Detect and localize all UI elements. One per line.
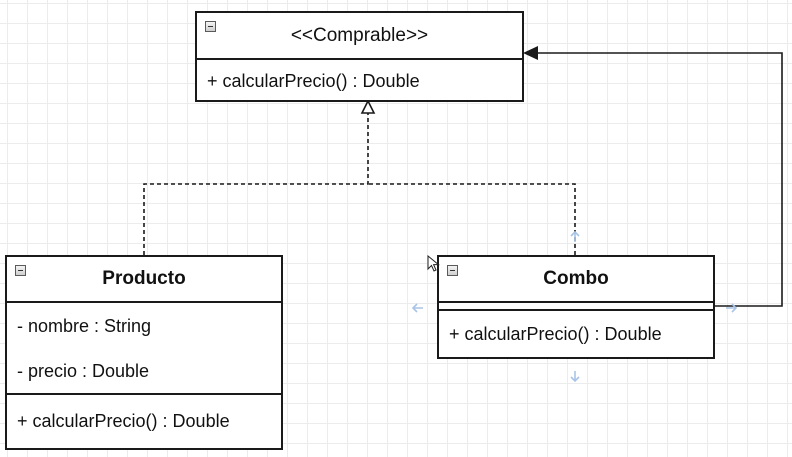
realization-line-combo[interactable] [368, 183, 576, 255]
mouse-cursor-icon [427, 255, 440, 272]
class-producto-name: Producto [102, 268, 186, 289]
interface-stereotype: <<Comprable>> [290, 24, 429, 46]
association-arrowhead [523, 46, 538, 60]
class-producto-header: Producto [7, 257, 281, 303]
class-combo[interactable]: Combo + calcularPrecio() : Double [437, 255, 715, 359]
attribute-nombre: - nombre : String [17, 315, 152, 336]
method-calcular-precio: + calcularPrecio() : Double [439, 309, 713, 357]
method-calcular-precio: + calcularPrecio() : Double [7, 393, 281, 448]
class-combo-name: Combo [543, 268, 609, 289]
selection-arrow-right-icon[interactable] [724, 301, 738, 315]
class-combo-header: Combo [439, 257, 713, 303]
interface-comprable[interactable]: <<Comprable>> + calcularPrecio() : Doubl… [195, 11, 524, 102]
selection-arrow-left-icon[interactable] [411, 301, 425, 315]
interface-method: + calcularPrecio() : Double [207, 70, 420, 91]
selection-arrow-up-icon[interactable] [568, 230, 582, 244]
class-producto[interactable]: Producto - nombre : String - precio : Do… [5, 255, 283, 450]
realization-arrowhead [360, 99, 376, 114]
selection-arrow-down-icon[interactable] [568, 369, 582, 383]
collapse-icon[interactable] [15, 265, 26, 276]
collapse-icon[interactable] [447, 265, 458, 276]
interface-header: <<Comprable>> [197, 13, 522, 60]
attribute-precio: - precio : Double [17, 360, 150, 381]
collapse-icon[interactable] [205, 21, 216, 32]
realization-line-producto[interactable] [143, 112, 369, 255]
